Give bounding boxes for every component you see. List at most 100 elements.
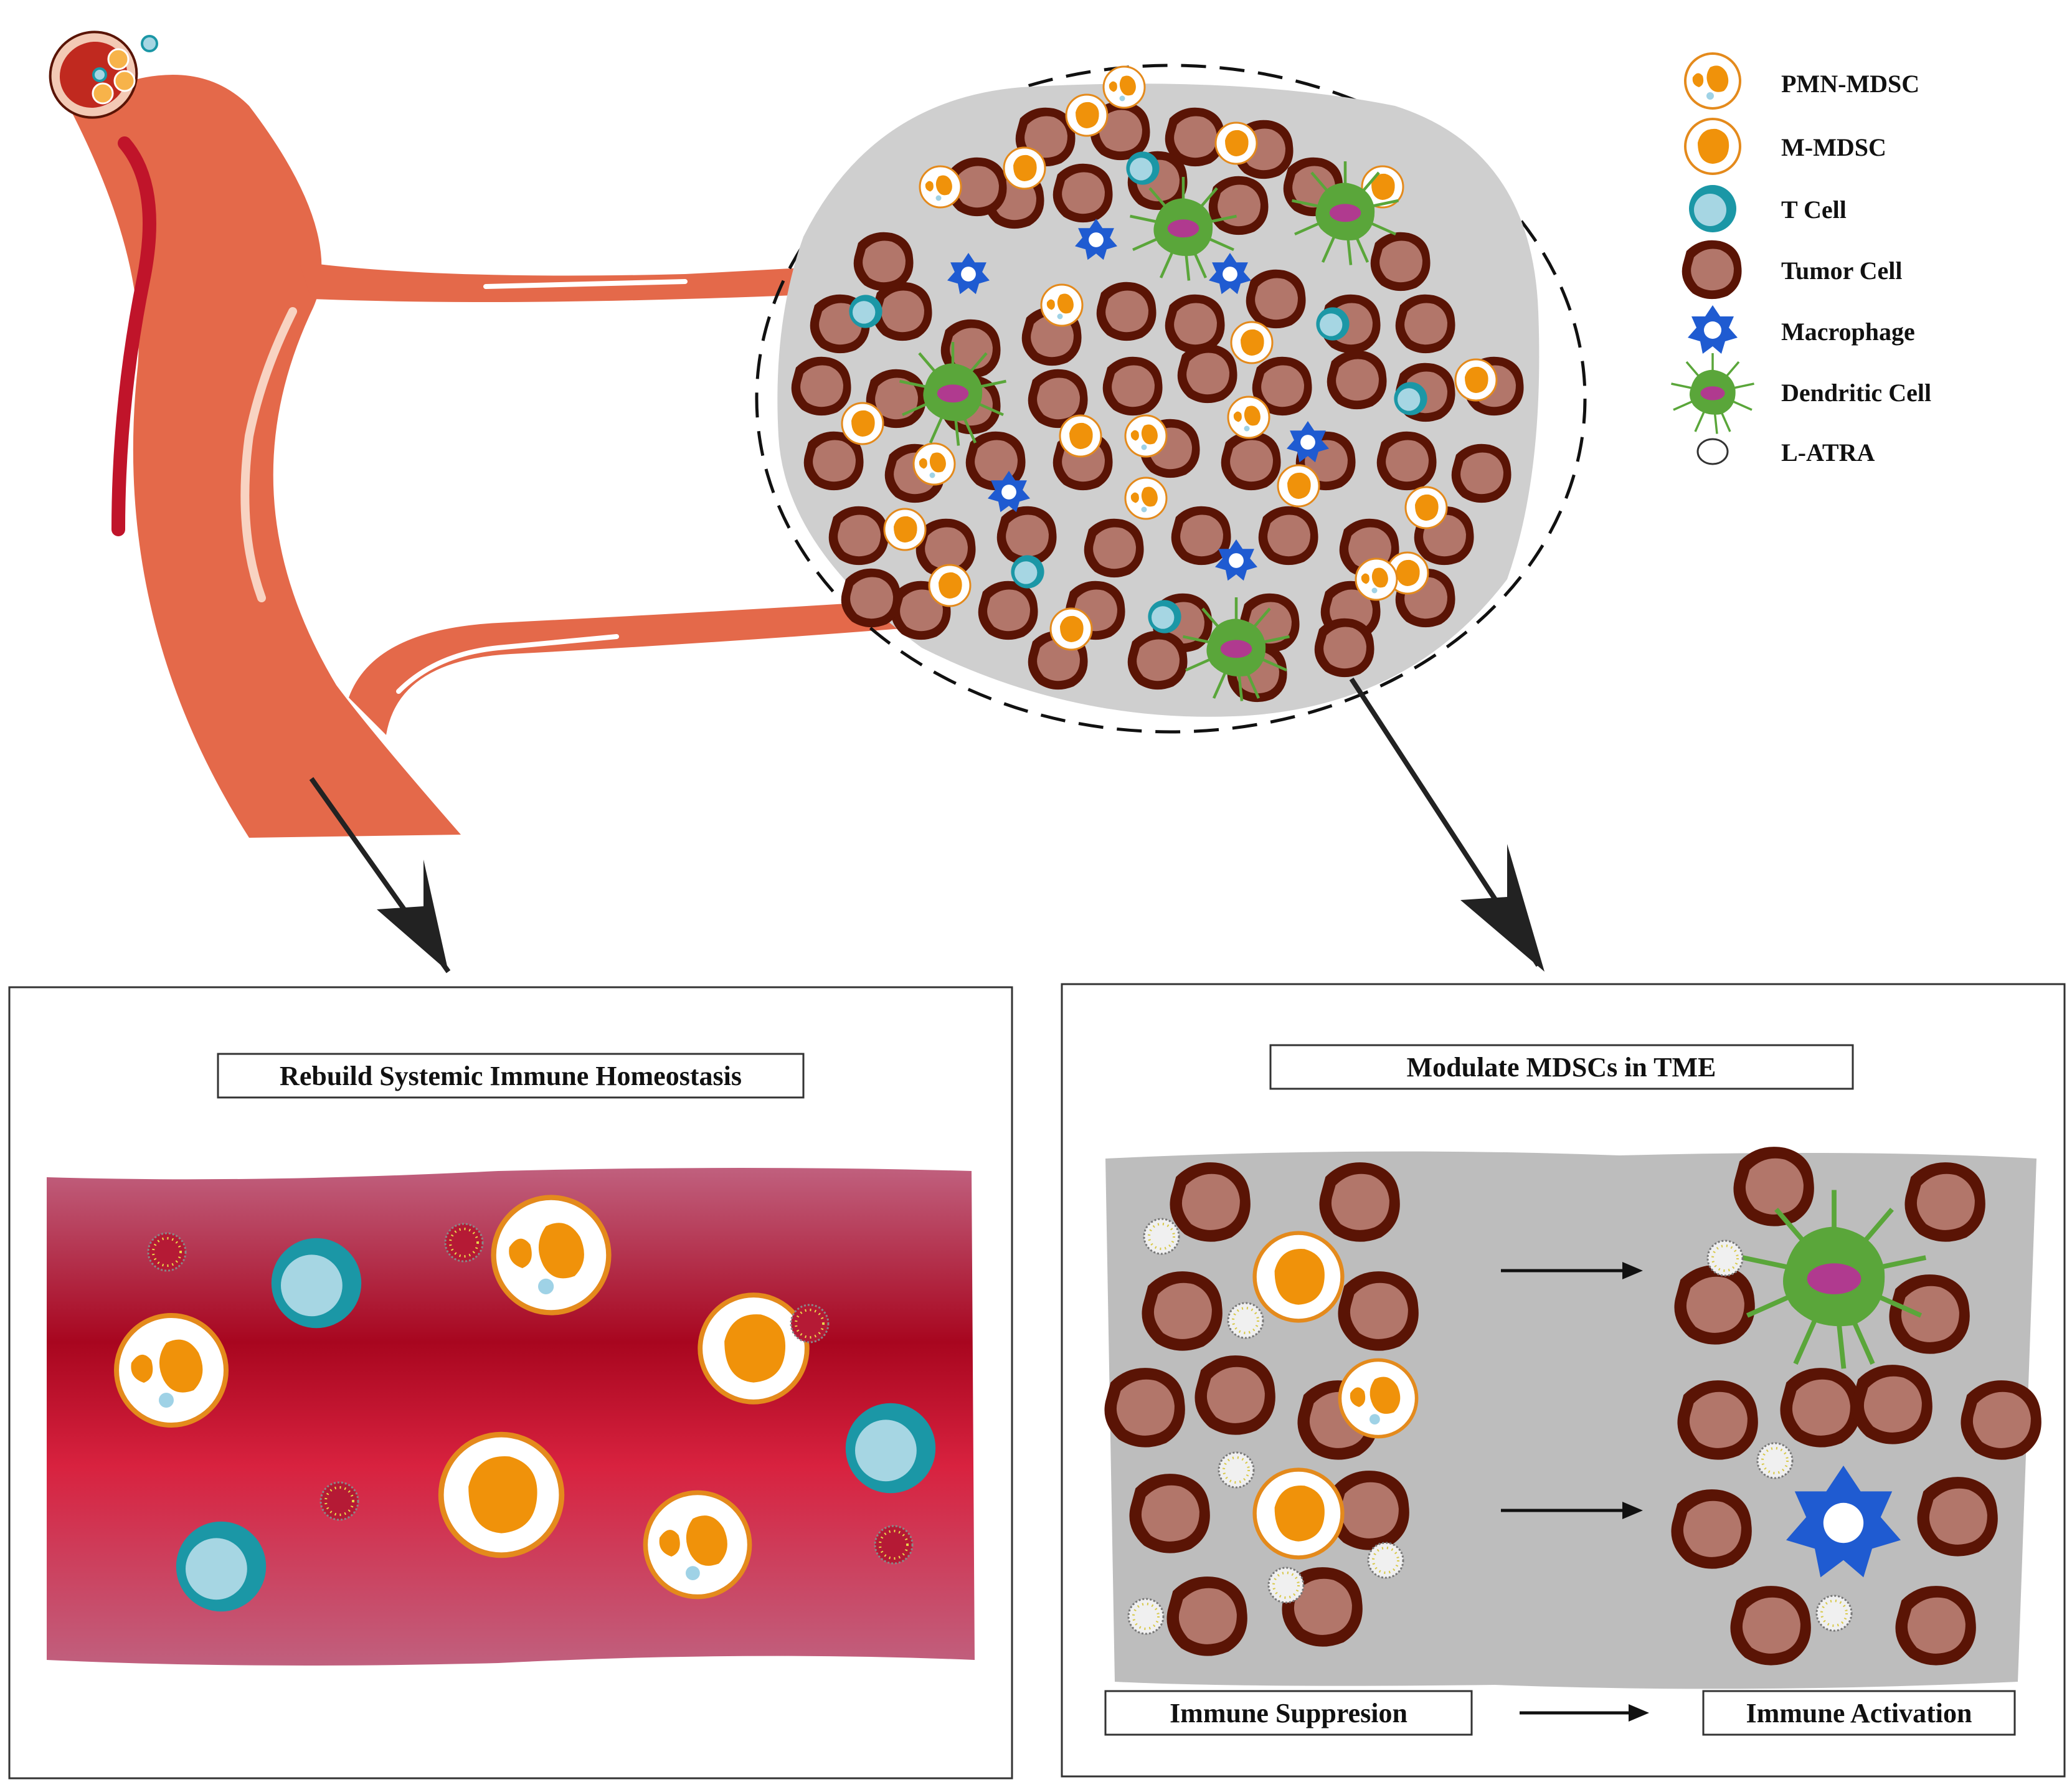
t-cell [1148,600,1181,633]
transition-arrow-top [1501,1262,1643,1279]
legend-label-m-mdsc: M-MDSC [1781,133,1886,161]
legend: PMN-MDSC M-MDSC T Cell Tumor Cell Macrop… [1670,52,1931,467]
pmn-mdsc-cell [912,442,956,486]
l-atra-icon [1696,438,1729,465]
arrow-to-right-panel [1349,677,1545,972]
m-mdsc-cell [1404,486,1448,529]
tumor-cell [1395,294,1455,354]
left-panel-title-box [217,1053,805,1099]
tumor-cell [1084,518,1144,578]
pmn-mdsc-cell [1124,476,1168,520]
t-cell [1316,307,1350,341]
tumor-cell [1451,443,1511,503]
t-cell-icon [1689,185,1736,232]
right-panel-title: Modulate MDSCs in TME [1407,1052,1716,1083]
arrow-to-left-panel [309,777,451,974]
tumor-cell [1166,1576,1247,1656]
tumor-cell [1733,1147,1814,1226]
tumor-cell [1104,1368,1185,1448]
immune-activation-box [1702,1690,2016,1736]
m-mdsc-cell [1255,1470,1343,1558]
suppression-to-activation-arrow [1520,1704,1649,1722]
tumor-cell [1904,1162,1985,1242]
l-atra-particle [1367,1542,1404,1579]
m-mdsc-cell [1003,146,1046,190]
m-mdsc-cell [1065,93,1109,137]
l-atra-particle [1815,1595,1853,1632]
tumor-cell-icon [1682,240,1742,300]
tumor-cell [1177,344,1237,404]
pmn-mdsc-cell [919,165,962,209]
tumor-cell [1917,1477,1998,1557]
right-panel-title-box [1269,1044,1854,1090]
immune-activation-label: Immune Activation [1746,1698,1972,1728]
tumor-cell [1053,163,1113,223]
tumor-cell [1194,1355,1275,1435]
tumor-cell [791,356,851,416]
tumor-cell [1852,1365,1932,1444]
l-atra-particle [1227,1302,1264,1339]
legend-label-l-atra: L-ATRA [1781,438,1875,467]
tumor-cell [1314,618,1374,678]
t-cell [1394,382,1427,415]
tumor-cell [1376,431,1437,491]
pmn-mdsc-cell [1124,414,1168,458]
m-mdsc-cell [928,564,972,607]
dendritic-cell-icon [1670,352,1756,435]
pmn-mdsc-cell [1040,283,1084,327]
tumor-cell [1127,630,1188,690]
tumor-cell [1208,176,1269,235]
tumor-cell [1258,506,1318,566]
m-mdsc-cell [1277,464,1320,508]
immune-suppression-box [1104,1690,1473,1736]
tumor-cell [1895,1586,1976,1666]
tumor-cell [1102,356,1163,416]
tumor-cell [1730,1586,1811,1666]
tumor-cell [1370,232,1431,292]
tumor-cell [1319,1162,1400,1242]
m-mdsc-cell [1214,121,1258,165]
tumor-cell [1671,1489,1752,1569]
l-atra-particle [1127,1598,1165,1635]
m-mdsc-cell [1255,1233,1343,1321]
l-atra-particle [1267,1567,1305,1604]
pmn-mdsc-cell [1227,396,1270,439]
tumor-cell [828,506,889,566]
tumor-cell [1889,1274,1970,1354]
right-panel: Modulate MDSCs in TME Immune Suppresion … [1061,983,2066,1778]
tumor-cell [978,581,1038,640]
t-cell [849,295,882,328]
left-panel-title: Rebuild Systemic Immune Homeostasis [280,1061,742,1091]
transition-arrow-bottom [1501,1502,1643,1519]
immune-suppression-label: Immune Suppresion [1170,1698,1407,1728]
l-atra-particle [1218,1451,1255,1489]
pmn-mdsc-cell [1355,557,1398,601]
l-atra-particle [1706,1240,1744,1277]
pmn-mdsc-cell [1340,1360,1416,1436]
tumor-cell [1674,1265,1755,1345]
legend-label-t-cell: T Cell [1781,196,1847,224]
macrophage-icon [1688,305,1738,354]
m-mdsc-cell [1059,414,1102,458]
tumor-cell [1142,1271,1223,1351]
m-mdsc-cell [883,508,927,551]
tumor-cell [1246,269,1306,329]
l-atra-particle [1143,1218,1180,1255]
left-panel: Rebuild Systemic Immune Homeostasis [8,986,1013,1780]
m-mdsc-cell [841,402,884,445]
legend-label-dendritic-cell: Dendritic Cell [1781,379,1931,407]
l-atra-particle [1756,1442,1794,1479]
tumor-cell [1780,1368,1861,1448]
tumor-cell [841,568,901,628]
tumor-cell [1129,1474,1210,1553]
m-mdsc-cell [1049,607,1093,651]
tumor-cell [853,232,914,292]
t-cell [1011,555,1044,589]
tumor-cell [1221,431,1281,491]
legend-label-tumor-cell: Tumor Cell [1781,257,1902,285]
m-mdsc-cell [1454,358,1498,402]
tumor-cell [1961,1380,2041,1460]
legend-label-pmn-mdsc: PMN-MDSC [1781,70,1919,98]
tumor-cell [1677,1380,1758,1460]
